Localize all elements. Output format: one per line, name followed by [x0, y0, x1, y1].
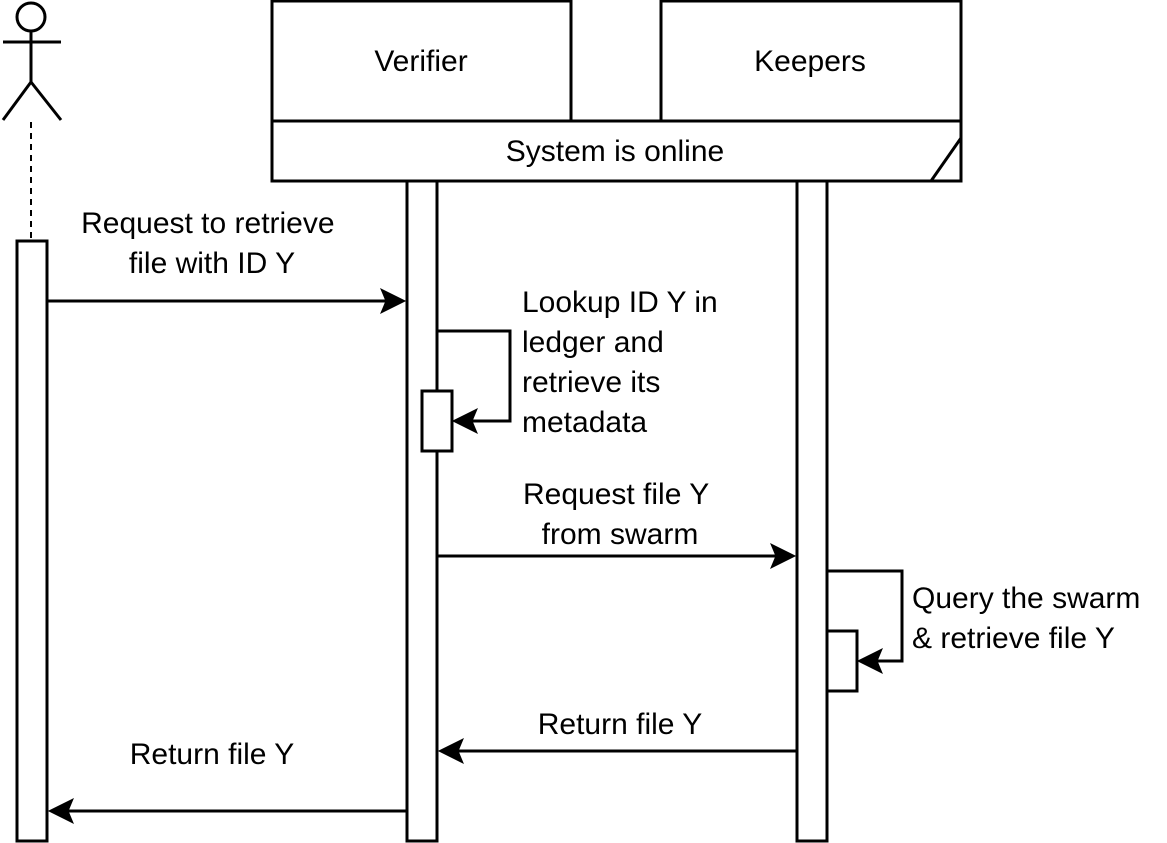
message-label-lookup: Lookup ID Y in ledger and retrieve its m… [522, 286, 726, 439]
arrowhead-icon [380, 287, 407, 315]
arrowhead-icon [451, 407, 478, 435]
self-call-arrow-query-swarm [827, 569, 904, 663]
message-label-query-swarm: Query the swarm & retrieve file Y [912, 582, 1149, 655]
user-actor-icon [1, 1, 63, 121]
arrowhead-icon [856, 647, 883, 675]
system-online-frame-label: System is online [506, 135, 724, 168]
actor-activation-bar [15, 239, 49, 843]
message-label-request-file: Request file Y from swarm [523, 478, 717, 551]
arrowhead-icon [437, 737, 464, 765]
self-call-arrow-lookup [437, 329, 512, 423]
verifier-self-activation [420, 389, 454, 453]
frame-corner-mark [929, 137, 963, 182]
keepers-participant-label: Keepers [754, 45, 866, 78]
message-label-request-retrieve: Request to retrieve file with ID Y [81, 207, 343, 280]
verifier-participant-label: Verifier [374, 45, 467, 78]
verifier-activation-bar [405, 179, 439, 843]
arrowhead-icon [770, 542, 797, 570]
keepers-self-activation [825, 629, 859, 693]
keepers-activation-bar [795, 179, 829, 843]
message-label-return-to-verifier: Return file Y [538, 708, 703, 741]
system-online-frame [270, 119, 963, 183]
message-label-return-to-actor: Return file Y [130, 738, 295, 771]
arrowhead-icon [47, 797, 74, 825]
verifier-participant-box [270, 0, 573, 123]
